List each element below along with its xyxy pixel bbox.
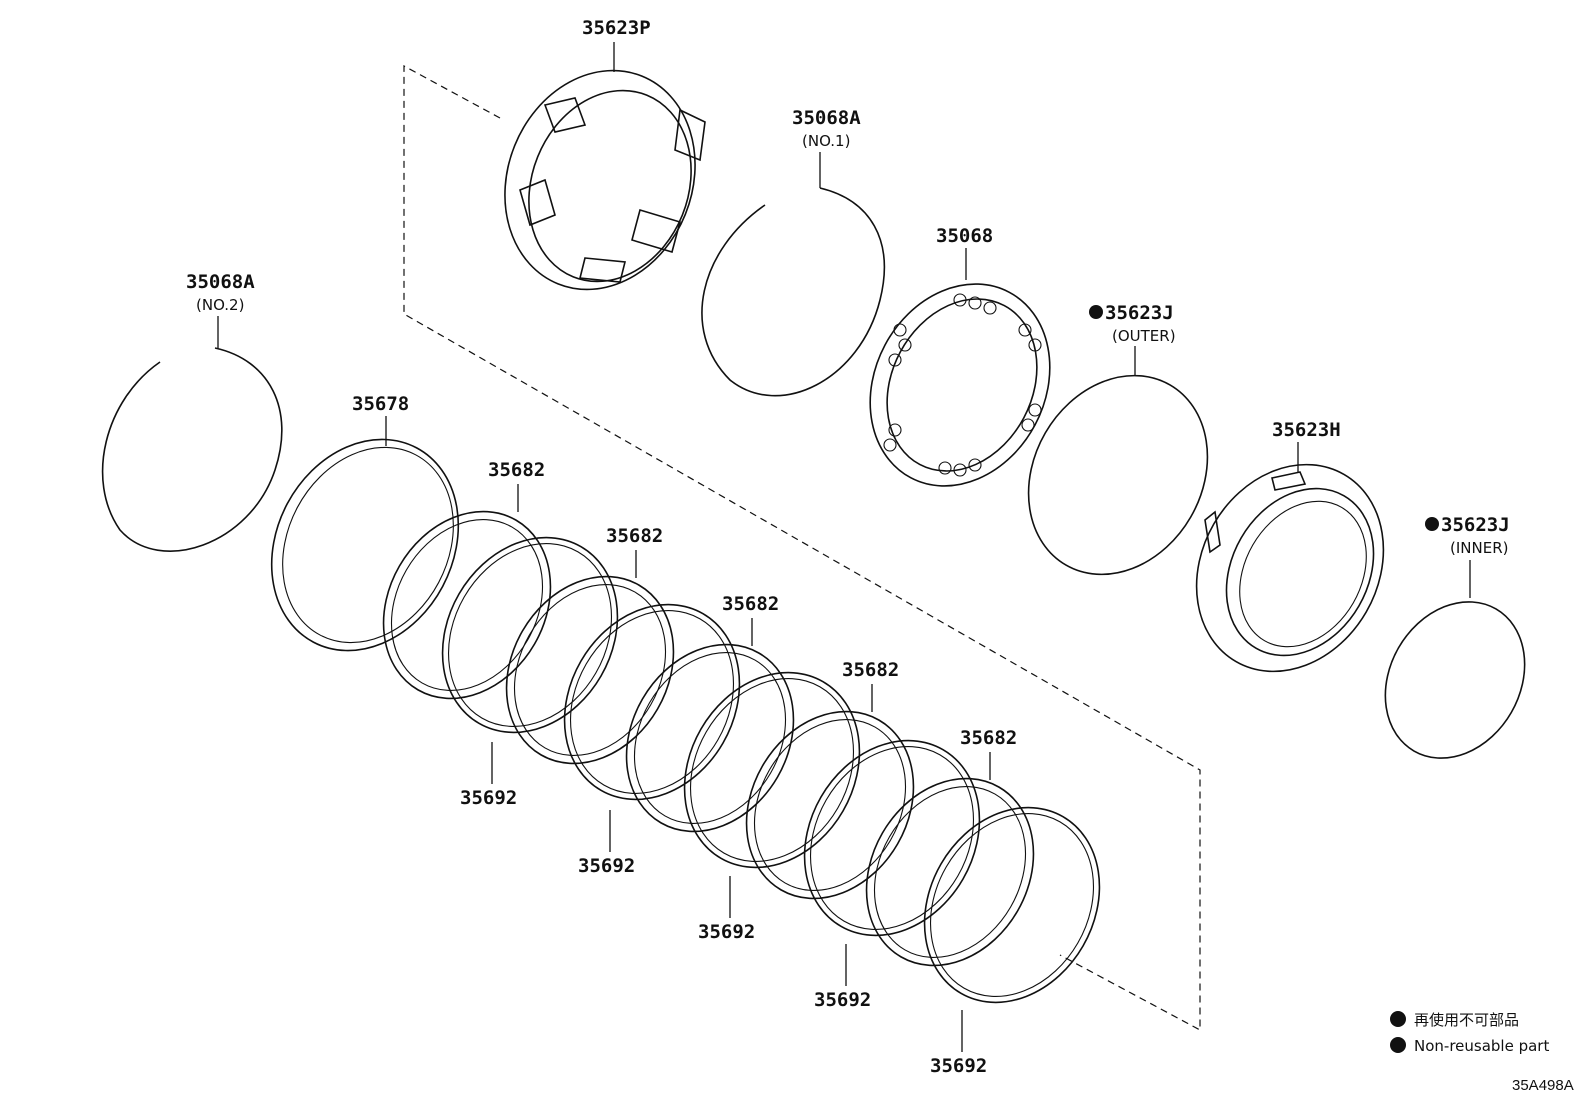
part-35068[interactable] bbox=[836, 248, 1085, 518]
part-35682-disc-4[interactable] bbox=[713, 681, 946, 929]
part-35682-disc-2[interactable] bbox=[473, 546, 706, 794]
label-35692-4: 35692 bbox=[814, 989, 871, 1011]
label-35682-2: 35682 bbox=[606, 525, 663, 547]
non-reusable-icon bbox=[1390, 1011, 1406, 1027]
label-35678: 35678 bbox=[352, 393, 409, 415]
part-35692-plate-1[interactable] bbox=[408, 506, 652, 765]
part-35682-disc-3[interactable] bbox=[593, 614, 826, 862]
part-35692-plate-3[interactable] bbox=[650, 641, 894, 900]
diagram-code: 35A498A bbox=[1512, 1077, 1574, 1094]
label-35623J-outer-sub: (OUTER) bbox=[1112, 327, 1176, 345]
part-35623J-outer[interactable] bbox=[993, 343, 1242, 607]
clutch-pack bbox=[350, 481, 1134, 1035]
legend-en: Non-reusable part bbox=[1414, 1037, 1549, 1055]
part-35623H[interactable] bbox=[1160, 430, 1420, 705]
part-35692-plate-2[interactable] bbox=[530, 573, 774, 832]
part-35692-plate-4[interactable] bbox=[770, 709, 1014, 968]
part-35682-disc-5[interactable] bbox=[833, 748, 1066, 996]
label-35682-3: 35682 bbox=[722, 593, 779, 615]
label-35692-1: 35692 bbox=[460, 787, 517, 809]
label-35068A-no1: 35068A bbox=[792, 107, 861, 129]
non-reusable-icon bbox=[1425, 517, 1439, 531]
label-35068A-no1-sub: (NO.1) bbox=[802, 132, 850, 150]
label-35068A-no2: 35068A bbox=[186, 271, 255, 293]
part-35682-disc-1[interactable] bbox=[350, 481, 583, 729]
label-35623J-outer: 35623J bbox=[1105, 302, 1174, 324]
non-reusable-icon bbox=[1390, 1037, 1406, 1053]
part-35068A-no1[interactable] bbox=[701, 152, 885, 397]
label-35692-3: 35692 bbox=[698, 921, 755, 943]
label-35623J-inner: 35623J bbox=[1441, 514, 1510, 536]
part-35068A-no2[interactable] bbox=[101, 316, 283, 552]
label-35692-2: 35692 bbox=[578, 855, 635, 877]
non-reusable-icon bbox=[1089, 305, 1103, 319]
label-35682-1: 35682 bbox=[488, 459, 545, 481]
label-35623P: 35623P bbox=[582, 17, 651, 39]
part-35678[interactable] bbox=[236, 407, 495, 684]
label-35068A-no2-sub: (NO.2) bbox=[196, 296, 244, 314]
legend: 再使用不可部品 Non-reusable part bbox=[1390, 1011, 1549, 1055]
part-35692-plate-5[interactable] bbox=[890, 776, 1134, 1035]
label-35623J-inner-sub: (INNER) bbox=[1450, 539, 1508, 557]
part-35623J-inner[interactable] bbox=[1358, 560, 1553, 784]
legend-jp: 再使用不可部品 bbox=[1414, 1011, 1519, 1029]
label-35682-4: 35682 bbox=[842, 659, 899, 681]
part-35623P[interactable] bbox=[473, 42, 728, 319]
label-35068: 35068 bbox=[936, 225, 993, 247]
label-35692-5: 35692 bbox=[930, 1055, 987, 1077]
label-35682-5: 35682 bbox=[960, 727, 1017, 749]
label-35623H: 35623H bbox=[1272, 419, 1341, 441]
assembly-boundary bbox=[403, 64, 1201, 1032]
